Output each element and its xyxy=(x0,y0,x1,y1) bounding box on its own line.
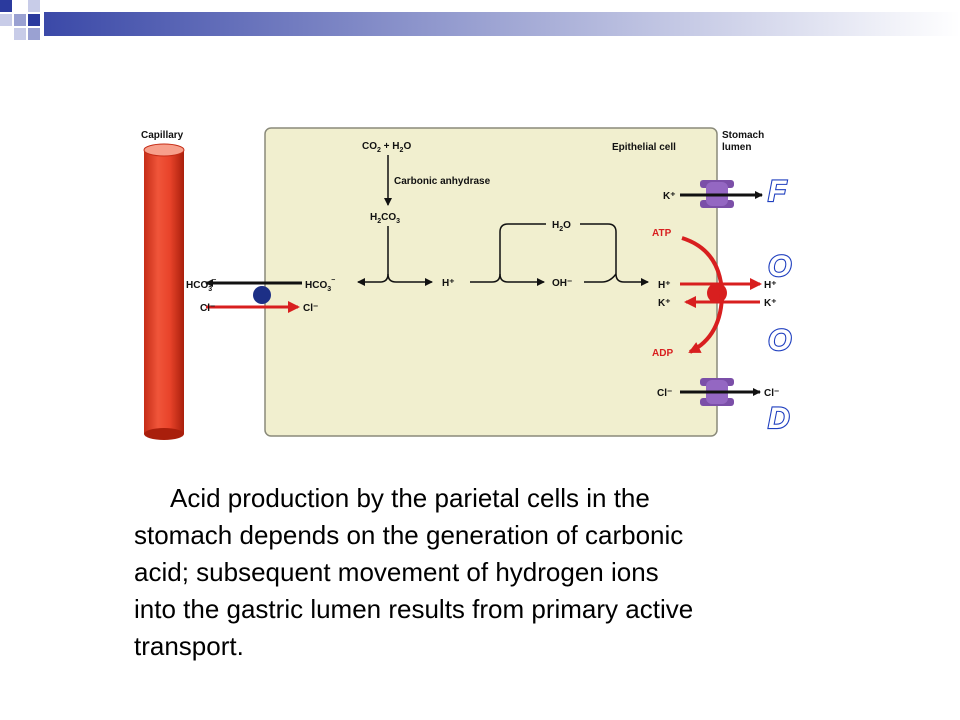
k-plus-top-label: K⁺ xyxy=(663,191,676,202)
capillary-label: Capillary xyxy=(141,130,184,141)
slide-header-decoration xyxy=(0,0,960,40)
oh-to-pump-arrow xyxy=(584,273,617,283)
hco3-cl-exchanger xyxy=(253,286,271,304)
capillary-vessel xyxy=(143,143,185,440)
stomach-lumen-label: Stomach xyxy=(722,130,764,141)
oh-arrow xyxy=(499,273,545,286)
cl-pump-in-label: Cl⁻ xyxy=(657,388,672,399)
cl-lumen-label: Cl⁻ xyxy=(764,388,779,399)
k-plus-lumen-label: K⁺ xyxy=(764,298,777,309)
cl-left-label: Cl⁻ xyxy=(200,303,215,314)
atp-adp-curve xyxy=(681,236,725,354)
fodd-letter-f: F xyxy=(768,175,787,208)
fodd-letter-d: D xyxy=(768,402,790,435)
carbonic-anhydrase-label: Carbonic anhydrase xyxy=(394,176,491,187)
k-plus-pump-in-label: K⁺ xyxy=(658,298,671,309)
oh-minus-label: OH⁻ xyxy=(552,278,572,289)
stomach-lumen-label-2: lumen xyxy=(722,142,751,153)
hco3-left-label: HCO3− xyxy=(186,277,216,293)
fodd-letter-o1: O xyxy=(768,250,791,283)
caption-line-1: Acid production by the parietal cells in… xyxy=(170,483,650,513)
h-plus-lumen-label: H⁺ xyxy=(764,280,777,291)
atp-label: ATP xyxy=(652,228,672,239)
h2co3-label: H2CO3 xyxy=(370,212,400,225)
cl-inner-label: Cl⁻ xyxy=(303,303,318,314)
co2-h2o-label: CO2 + H2O xyxy=(362,141,411,154)
caption-line-3: acid; subsequent movement of hydrogen io… xyxy=(134,557,659,587)
caption-line-4: into the gastric lumen results from prim… xyxy=(134,594,694,624)
caption-line-2: stomach depends on the generation of car… xyxy=(134,520,684,550)
caption-line-5: transport. xyxy=(134,631,244,661)
fodd-letter-o2: O xyxy=(768,324,791,357)
h-plus-pump-in-label: H⁺ xyxy=(658,280,671,291)
adp-label: ADP xyxy=(652,348,673,359)
h2co3-to-hplus-line xyxy=(387,273,433,286)
h2o-label: H2O xyxy=(552,220,571,233)
h2o-loop-right xyxy=(580,223,649,286)
h2o-loop xyxy=(470,223,546,283)
h-plus-mid-label: H⁺ xyxy=(442,278,455,289)
caption-text: Acid production by the parietal cells in… xyxy=(134,480,834,665)
hco3-inner-label: HCO3− xyxy=(305,277,335,293)
epithelial-cell-label: Epithelial cell xyxy=(612,142,676,153)
